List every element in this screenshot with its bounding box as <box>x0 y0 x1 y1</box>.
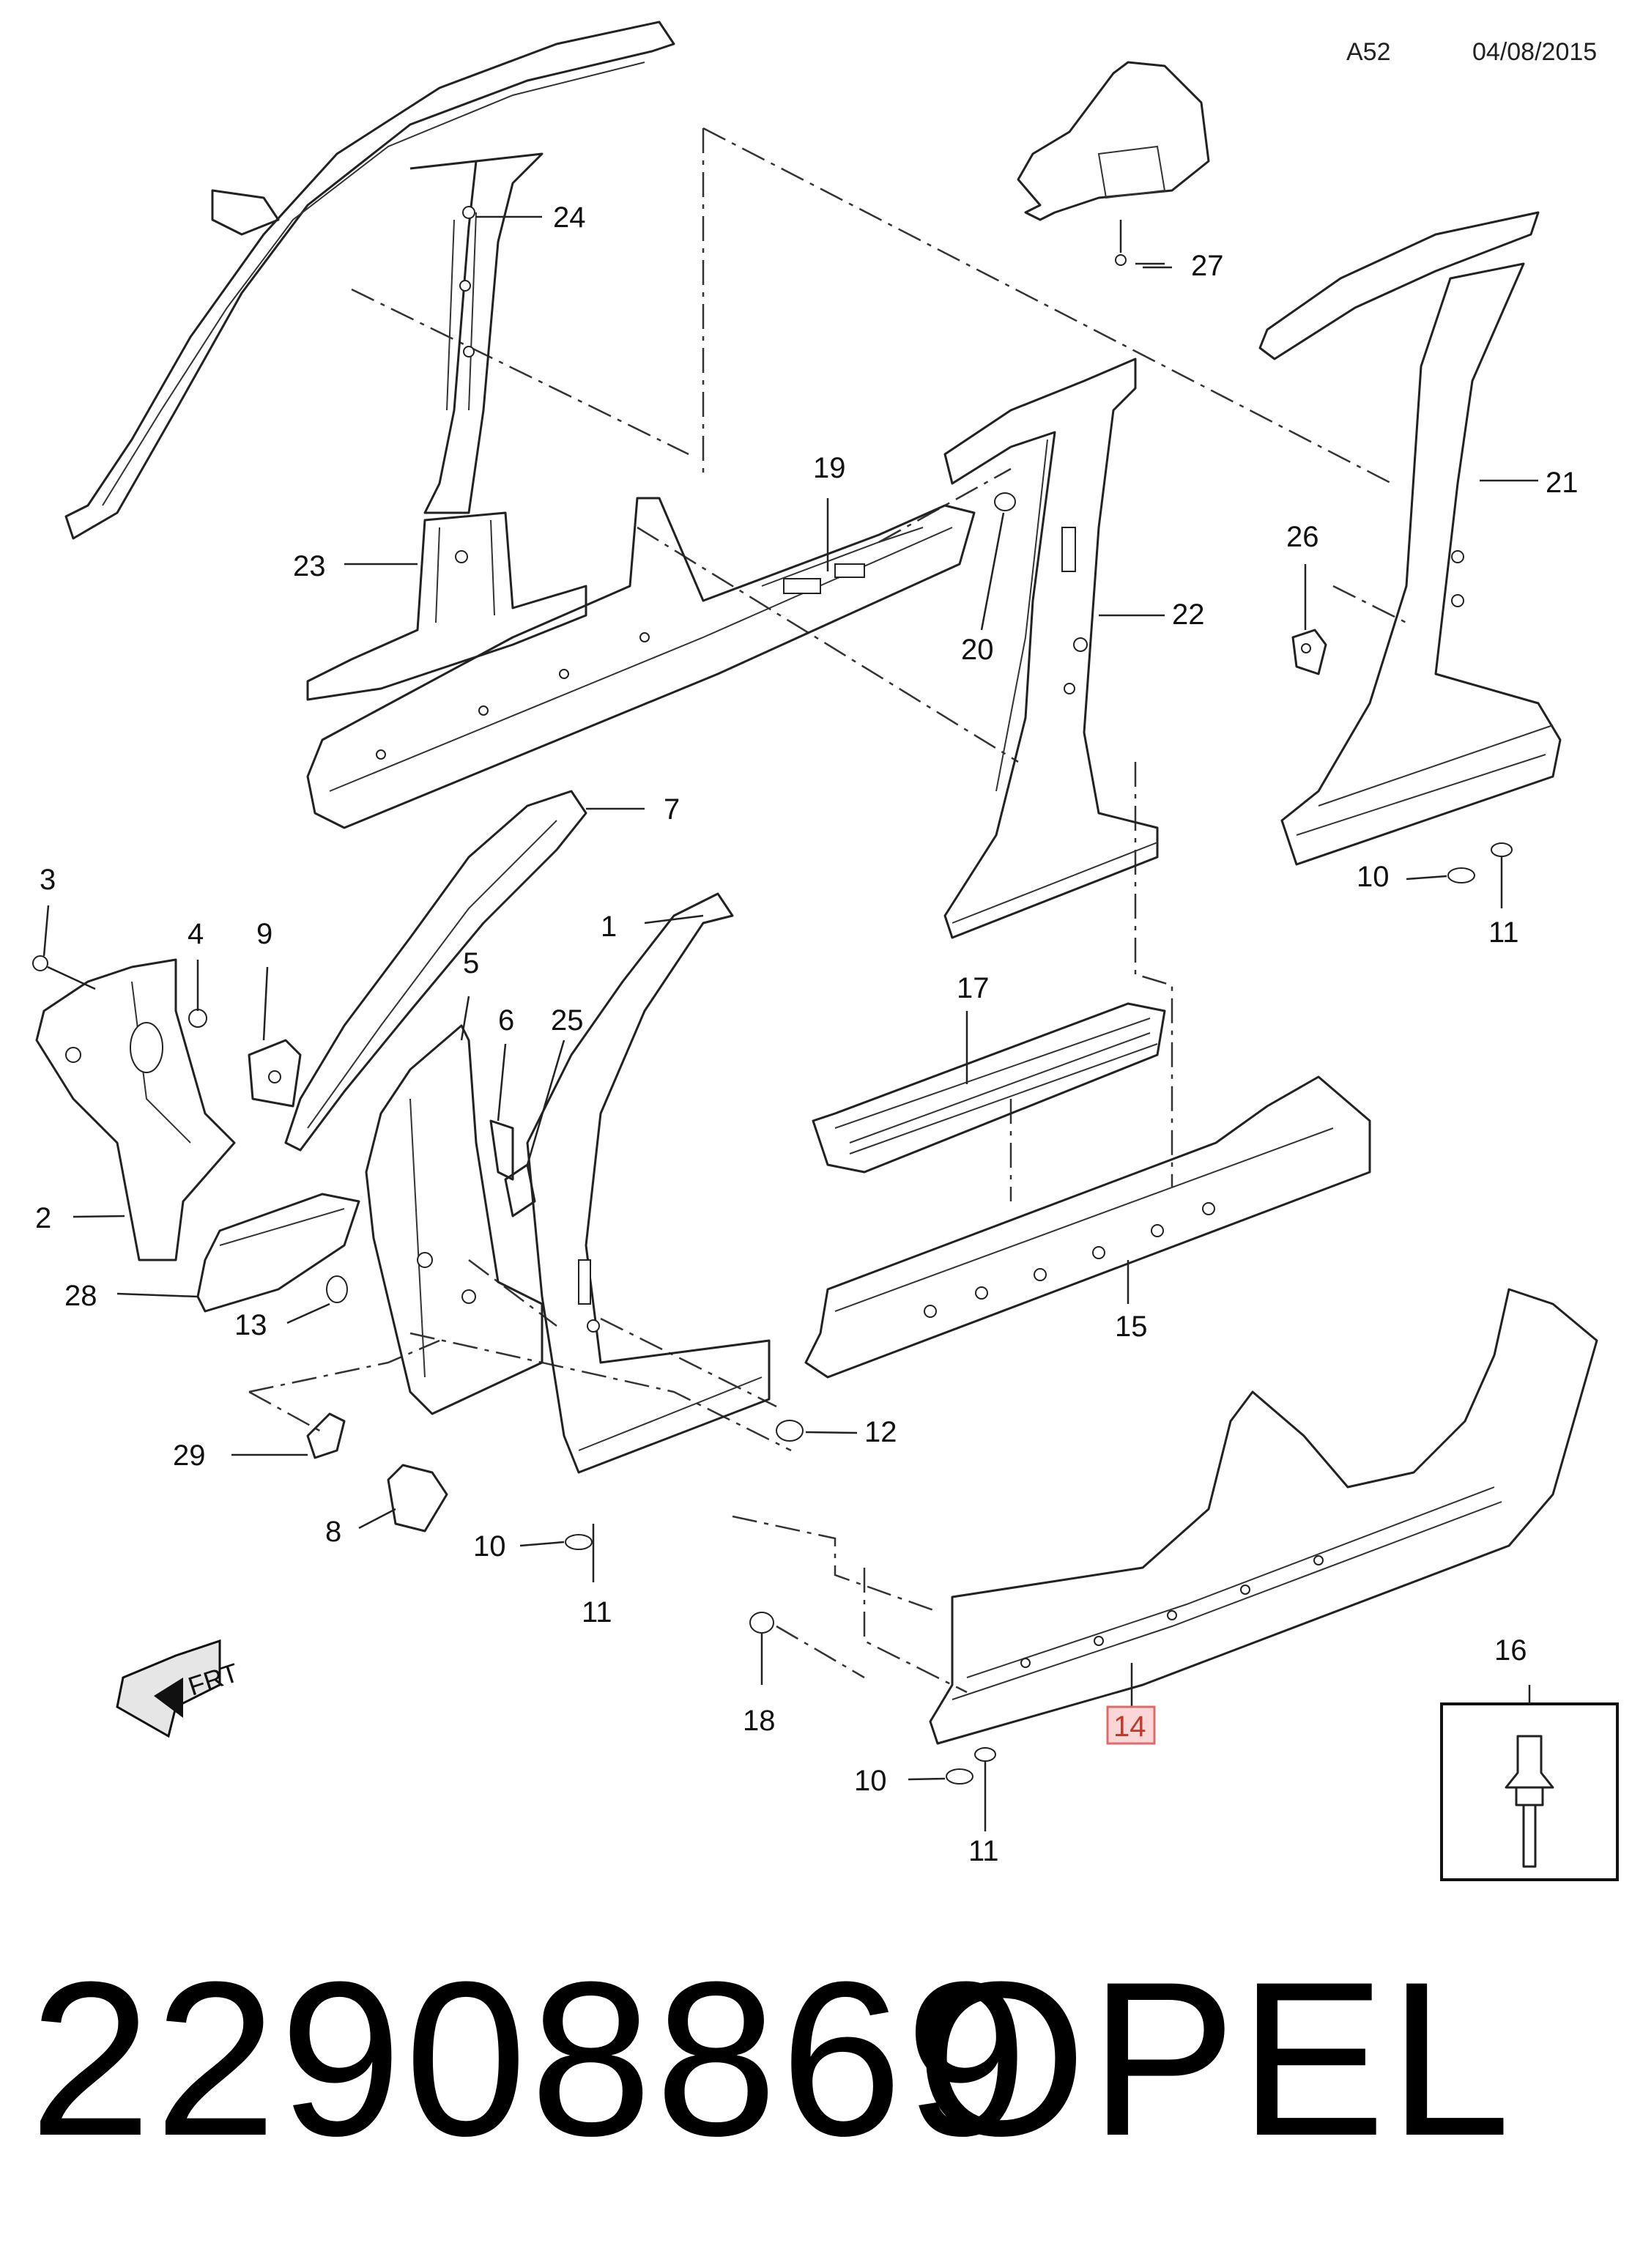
part-24-roof-rail <box>64 21 675 540</box>
bolt-3 <box>32 955 96 990</box>
callout-11-right: 11 <box>1488 916 1519 949</box>
grommet-18 <box>749 1612 774 1685</box>
exploded-parts-diagram: FRT 24 23 19 27 21 26 <box>32 21 1619 1881</box>
part-25-bracket <box>504 1163 536 1218</box>
front-direction-icon: FRT <box>116 1639 242 1738</box>
callout-25: 25 <box>551 1004 584 1037</box>
callout-10-right: 10 <box>1357 861 1390 893</box>
callout-16: 16 <box>1494 1634 1527 1667</box>
part-9-plate <box>248 1039 302 1108</box>
part-number: 22908869 <box>29 1935 1031 2182</box>
diagram-date: 04/08/2015 <box>1472 38 1598 66</box>
callout-18: 18 <box>743 1705 776 1737</box>
callout-19: 19 <box>813 452 846 484</box>
fastener-10-11-right <box>1447 842 1513 908</box>
callout-10-center: 10 <box>473 1530 506 1563</box>
detail-box-16 <box>1440 1685 1619 1881</box>
part-27-bracket <box>1017 61 1210 266</box>
clip-4 <box>188 1009 207 1028</box>
fastener-10-11-center <box>565 1524 595 1582</box>
callout-26: 26 <box>1286 521 1319 553</box>
leader-lines <box>42 215 1538 1781</box>
callout-23: 23 <box>293 550 326 582</box>
callout-14-highlight <box>1106 1705 1156 1745</box>
callout-13: 13 <box>234 1309 267 1341</box>
part-17-sill-reinforcement <box>812 1002 1166 1174</box>
callout-8: 8 <box>325 1516 341 1548</box>
part-2-hinge-pillar <box>35 958 236 1261</box>
callout-21: 21 <box>1546 467 1579 499</box>
callout-3: 3 <box>40 864 56 896</box>
callout-6: 6 <box>498 1004 514 1037</box>
part-22-b-pillar-outer <box>943 357 1159 939</box>
callout-15: 15 <box>1115 1311 1148 1343</box>
part-1-a-pillar-outer <box>526 892 771 1474</box>
callout-1: 1 <box>601 911 617 943</box>
part-15-rocker-reinforcement <box>804 1075 1371 1379</box>
part-21-c-pillar-outer <box>1258 211 1562 866</box>
callout-27: 27 <box>1191 250 1224 282</box>
callout-17: 17 <box>957 972 990 1004</box>
assembly-lines <box>248 127 1407 1694</box>
fastener-10-11-bottom <box>946 1747 996 1831</box>
callout-11-center: 11 <box>582 1596 612 1628</box>
part-19-inner-rocker <box>306 497 976 829</box>
callout-labels: 24 23 19 27 21 26 22 20 7 10 11 3 4 9 1 … <box>35 201 1579 1867</box>
callout-24: 24 <box>553 201 586 234</box>
part-23-pillar-lower <box>306 511 587 701</box>
callout-11-bottom: 11 <box>968 1835 999 1867</box>
callout-2: 2 <box>35 1202 51 1234</box>
callout-10-bottom: 10 <box>854 1765 887 1797</box>
grommet-13 <box>326 1275 348 1303</box>
part-14-outer-rocker-panel <box>929 1288 1598 1745</box>
part-20-grommet <box>980 492 1016 631</box>
part-28-bracket <box>196 1193 360 1313</box>
callout-14: 14 <box>1113 1711 1146 1743</box>
part-6-bracket <box>489 1119 514 1181</box>
grommet-12 <box>776 1420 804 1442</box>
part-7-a-pillar-reinforcement <box>284 790 587 1152</box>
callout-5: 5 <box>463 947 479 979</box>
callout-22: 22 <box>1172 598 1205 631</box>
callout-9: 9 <box>256 918 272 950</box>
callout-7: 7 <box>664 793 680 826</box>
callout-12: 12 <box>864 1416 897 1448</box>
part-8-bracket <box>387 1464 448 1533</box>
callout-29: 29 <box>173 1439 206 1472</box>
part-29-bracket <box>306 1412 346 1459</box>
part-5-hinge-pillar-inner <box>365 1024 544 1415</box>
diagram-code: A52 <box>1346 38 1391 66</box>
callout-28: 28 <box>64 1280 97 1312</box>
part-26-bracket <box>1291 564 1327 675</box>
callout-20: 20 <box>961 634 994 666</box>
brand-name: OPEL <box>916 1935 1514 2182</box>
callout-4: 4 <box>188 918 204 950</box>
